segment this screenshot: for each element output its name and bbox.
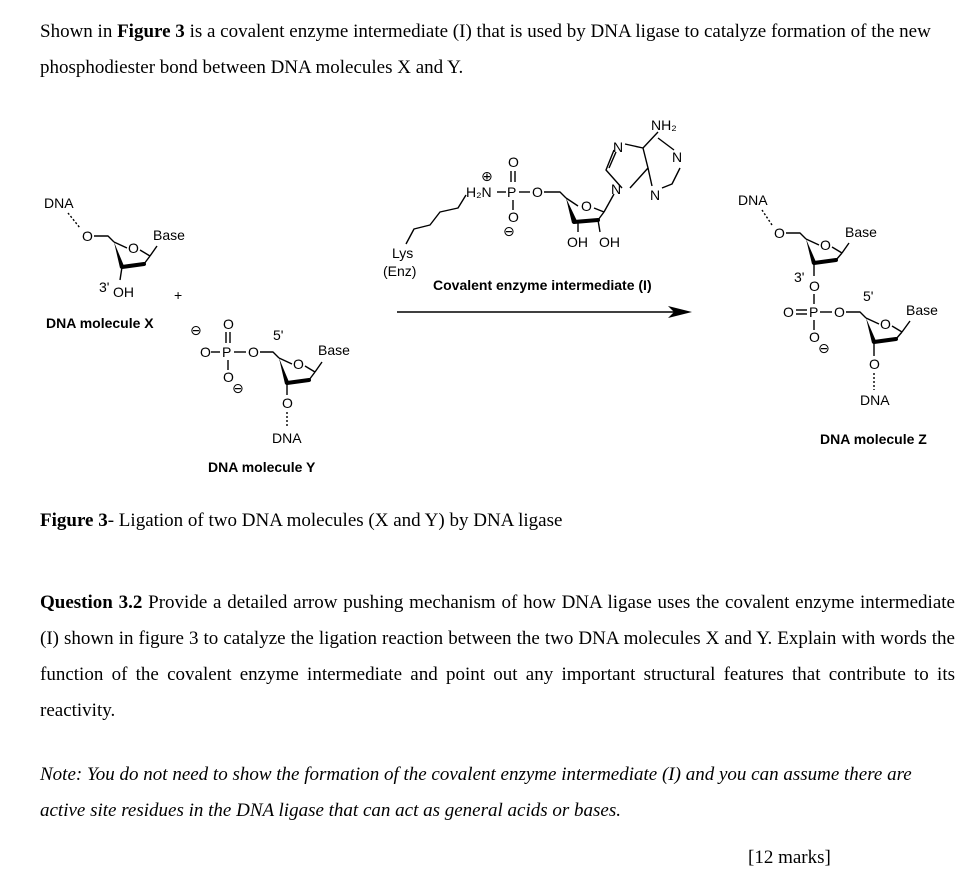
z-base2: Base — [906, 302, 938, 318]
y-o-3: O — [282, 395, 293, 411]
z-molecule-label: DNA molecule Z — [820, 431, 927, 447]
y-charge: ⊖ — [190, 322, 202, 338]
int-n1: N — [613, 139, 623, 155]
z-dna-label: DNA — [738, 192, 768, 208]
z-p: P — [809, 304, 818, 320]
z-charge: ⊖ — [818, 340, 830, 356]
x-ring-o: O — [128, 240, 139, 256]
note-paragraph: Note: You do not need to show the format… — [40, 764, 912, 821]
intro-paragraph: Shown in Figure 3 is a covalent enzyme i… — [40, 14, 955, 86]
y-o-phos: O — [200, 344, 211, 360]
x-dna-label: DNA — [44, 195, 74, 211]
int-label: Covalent enzyme intermediate (I) — [433, 277, 652, 293]
y-o-dbl: O — [223, 316, 234, 332]
int-plus-charge: ⊕ — [481, 168, 493, 184]
z-dna2: DNA — [860, 392, 890, 408]
intro-text-end: is a covalent enzyme intermediate (I) th… — [40, 21, 931, 78]
x-3prime: 3' — [99, 279, 109, 295]
y-5prime: 5' — [273, 327, 283, 343]
y-o-low: O — [223, 369, 234, 385]
int-lys: Lys — [392, 245, 413, 261]
intro-figure-ref: Figure 3 — [117, 21, 185, 42]
plus-sign: + — [174, 287, 182, 303]
question-paragraph: Question 3.2 Provide a detailed arrow pu… — [40, 585, 955, 729]
x-molecule-label: DNA molecule X — [46, 315, 154, 331]
x-base-label: Base — [153, 227, 185, 243]
dna-molecule-y: ⊖ O P O O ⊖ O 5' O Base O DNA DNA molecu… — [190, 316, 350, 475]
question-text: Provide a detailed arrow pushing mechani… — [40, 592, 955, 721]
int-o-link: O — [532, 184, 543, 200]
z-ring-o2: O — [880, 316, 891, 332]
y-base-label: Base — [318, 342, 350, 358]
int-o-dbl: O — [508, 154, 519, 170]
reaction-scheme: DNA O O Base 3' OH DNA molecule X + ⊖ O … — [44, 117, 938, 475]
int-minus-charge: ⊖ — [503, 223, 515, 239]
caption-text: - Ligation of two DNA molecules (X and Y… — [107, 510, 563, 531]
y-dna-label: DNA — [272, 430, 302, 446]
int-o-low: O — [508, 209, 519, 225]
y-p: P — [222, 344, 231, 360]
reaction-arrow — [397, 306, 692, 318]
question-label: Question 3.2 — [40, 592, 143, 613]
int-n2: N — [672, 149, 682, 165]
int-n3: N — [650, 187, 660, 203]
covalent-intermediate: ⊕ H₂N P O O O ⊖ Lys (Enz) O OH OH N N — [383, 117, 682, 293]
z-o-dbl: O — [783, 304, 794, 320]
int-p: P — [507, 184, 516, 200]
caption-figure-label: Figure 3 — [40, 510, 108, 531]
y-ring-o: O — [293, 356, 304, 372]
int-ring-o: O — [581, 198, 592, 214]
z-o-low: O — [809, 329, 820, 345]
z-ring-o1: O — [820, 237, 831, 253]
z-o: O — [774, 225, 785, 241]
intro-text-start: Shown in — [40, 21, 118, 42]
int-nh2: NH₂ — [651, 117, 677, 133]
int-oh1: OH — [567, 234, 588, 250]
int-oh2: OH — [599, 234, 620, 250]
figure-caption: Figure 3- Ligation of two DNA molecules … — [40, 507, 562, 535]
z-3prime: 3' — [794, 269, 804, 285]
y-o-link: O — [248, 344, 259, 360]
x-oh: OH — [113, 284, 134, 300]
z-o-link: O — [834, 304, 845, 320]
dna-molecule-z: DNA O O Base 3' O O P O 5' O Base O ⊖ — [738, 192, 938, 447]
x-o-label: O — [82, 228, 93, 244]
y-molecule-label: DNA molecule Y — [208, 459, 316, 475]
int-h2n: H₂N — [466, 184, 492, 200]
dna-molecule-x: DNA O O Base 3' OH DNA molecule X — [44, 195, 185, 331]
z-o-end: O — [869, 356, 880, 372]
z-o-3: O — [809, 278, 820, 294]
int-enz: (Enz) — [383, 263, 416, 279]
y-charge2: ⊖ — [232, 380, 244, 396]
marks-label: [12 marks] — [748, 847, 831, 868]
int-n4: N — [611, 181, 621, 197]
z-5prime: 5' — [863, 288, 873, 304]
z-base1: Base — [845, 224, 877, 240]
